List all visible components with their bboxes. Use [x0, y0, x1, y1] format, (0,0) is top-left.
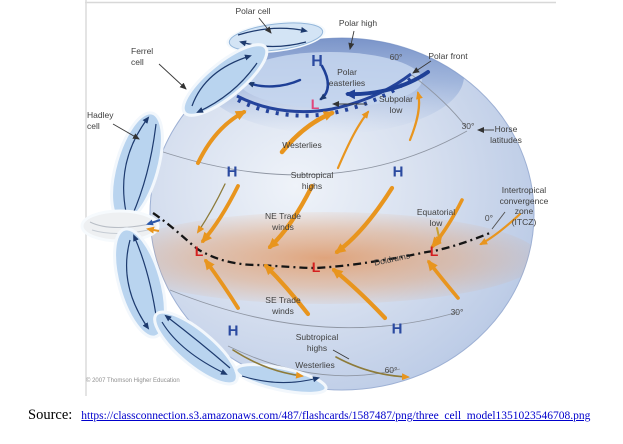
- latitude-0-label: 0°: [484, 213, 494, 223]
- polar-front-pointer: [412, 60, 432, 74]
- subtropical-highs-south-label: Subtropical highs: [295, 332, 339, 353]
- source-prefix-label: Source:: [28, 407, 73, 423]
- itcz-label: Intertropical convergence zone (ITCZ): [499, 185, 549, 227]
- horse-latitudes-label: Horse latitudes: [490, 124, 522, 145]
- polar-cell-pointer: [258, 17, 272, 34]
- ferrel-cell-south-loop: [153, 310, 239, 386]
- polar-high-label: Polar high: [338, 18, 378, 28]
- subpolar-low-marker: L: [310, 96, 320, 112]
- label-pointers: [112, 17, 494, 360]
- equatorial-low-marker-1: L: [194, 243, 204, 259]
- subtropical-high-north-right-marker: H: [392, 163, 404, 181]
- subtropical-high-south-right-marker: H: [391, 320, 403, 338]
- lat-30s-line: [169, 289, 459, 329]
- equatorial-low-marker-3: L: [429, 243, 439, 259]
- itcz-line: [152, 211, 506, 270]
- se-trade-winds-label: SE Trade winds: [265, 295, 301, 316]
- polar-cell-south-loop: [234, 363, 328, 395]
- ne-trade-arrows: [196, 183, 522, 255]
- wind-arrows: [196, 91, 522, 381]
- source-line: Source: https://classconnection.s3.amazo…: [28, 406, 590, 424]
- latitude-60s-label: 60°: [384, 365, 398, 375]
- westerlies-south-arrows: [232, 349, 410, 381]
- subtropical-highs-south-pointer: [332, 349, 350, 360]
- westerlies-north-arrows: [196, 91, 423, 170]
- hadley-cell-pointer: [112, 123, 140, 140]
- lat-30n-line: [156, 130, 468, 176]
- polar-cell-label: Polar cell: [235, 6, 271, 16]
- ferrel-cell-label: Ferrel cell: [131, 46, 154, 67]
- hadley-cell-label: Hadley cell: [87, 110, 114, 131]
- ne-trade-winds-label: NE Trade winds: [265, 211, 301, 232]
- ferrel-cell-loop: [181, 43, 269, 117]
- latitude-60n-label: 60°: [389, 52, 403, 62]
- polar-high-marker: H: [311, 53, 323, 70]
- equatorial-low-arrow: [435, 227, 443, 244]
- copyright-text: © 2007 Thomson Higher Education: [86, 378, 180, 384]
- polar-front-label: Polar front: [428, 51, 468, 61]
- equatorial-low-marker-2: L: [311, 259, 321, 275]
- polar-easterlies-arrows: [247, 64, 430, 101]
- three-cell-model-diagram: [80, 0, 556, 396]
- image-frame: [85, 0, 556, 396]
- polar-easterlies-label: Polar easterlies: [328, 67, 366, 88]
- latitude-30s-label: 30°: [450, 307, 464, 317]
- subtropical-high-north-left-marker: H: [226, 163, 238, 181]
- subtropical-highs-north-label: Subtropical highs: [290, 170, 334, 191]
- latitude-30n-label: 30°: [461, 121, 475, 131]
- se-trade-arrows: [204, 258, 460, 321]
- hadley-cell-south-loop: [113, 227, 167, 339]
- westerlies-south-label: Westerlies: [295, 360, 335, 370]
- ferrel-cell-pointer: [158, 63, 187, 90]
- circulation-cells: [80, 43, 328, 395]
- equatorial-warm-band: [150, 212, 534, 304]
- polar-high-pointer: [348, 30, 355, 50]
- westerlies-north-label: Westerlies: [282, 140, 322, 150]
- equatorial-low-label: Equatorial low: [416, 207, 456, 228]
- equator-slash: [491, 211, 506, 230]
- subtropical-high-south-left-marker: H: [227, 322, 239, 340]
- subpolar-low-label: Subpolar low: [378, 94, 414, 115]
- source-url-link[interactable]: https://classconnection.s3.amazonaws.com…: [81, 410, 591, 422]
